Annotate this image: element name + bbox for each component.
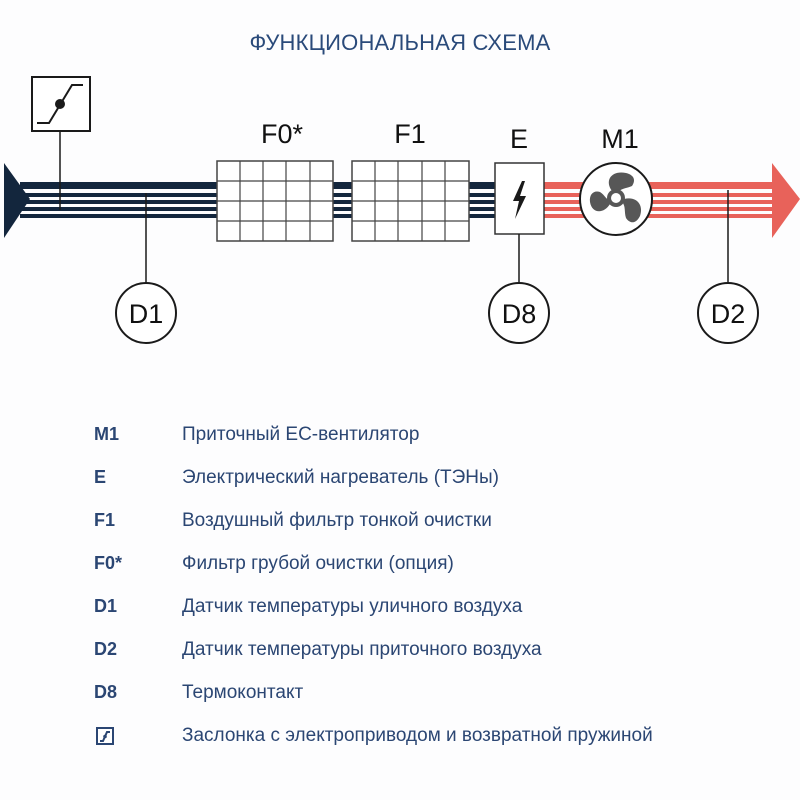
fan (579, 162, 653, 236)
legend-item: D8 Термоконтакт (94, 678, 774, 721)
legend-code: F1 (94, 510, 116, 530)
label-f0: F0* (261, 119, 304, 149)
sensor-d8: D8 (488, 234, 550, 344)
filter-f1 (351, 160, 470, 242)
supply-air-stream (544, 163, 800, 238)
legend-item: F1 Воздушный фильтр тонкой очистки (94, 506, 774, 549)
fan-icon (589, 172, 642, 223)
intake-air-stream (4, 163, 496, 238)
legend-desc: Термоконтакт (182, 682, 304, 703)
legend-item: D1 Датчик температуры уличного воздуха (94, 592, 774, 635)
legend-desc: Заслонка с электроприводом и возвратной … (182, 725, 653, 746)
sensor-d8-label: D8 (502, 299, 537, 329)
legend-code: D8 (94, 682, 118, 702)
label-heater: E (510, 124, 528, 154)
legend-desc: Воздушный фильтр тонкой очистки (182, 510, 492, 531)
damper-actuator (31, 76, 91, 210)
legend-item: M1 Приточный ЕС-вентилятор (94, 420, 774, 463)
legend-desc: Электрический нагреватель (ТЭНы) (182, 467, 500, 488)
legend-item: F0* Фильтр грубой очистки (опция) (94, 549, 774, 592)
legend-desc: Фильтр грубой очистки (опция) (182, 553, 454, 574)
legend-desc: Датчик температуры приточного воздуха (182, 639, 542, 660)
legend-item: D2 Датчик температуры приточного воздуха (94, 635, 774, 678)
legend-code: F0* (94, 553, 123, 573)
sensor-d2-label: D2 (711, 299, 746, 329)
page-title: ФУНКЦИОНАЛЬНАЯ СХЕМА (249, 30, 551, 55)
legend-code: M1 (94, 424, 120, 444)
legend-item: E Электрический нагреватель (ТЭНы) (94, 463, 774, 506)
lightning-icon (513, 181, 526, 219)
legend-item: Заслонка с электроприводом и возвратной … (94, 721, 774, 764)
sensor-d1-label: D1 (129, 299, 164, 329)
legend-code: E (94, 467, 107, 487)
functional-diagram: F0* F1 E M1 D1 D8 (4, 76, 800, 344)
legend-desc: Приточный ЕС-вентилятор (182, 424, 420, 445)
legend-desc: Датчик температуры уличного воздуха (182, 596, 523, 617)
sensor-d1: D1 (115, 193, 177, 344)
filter-f0 (216, 160, 334, 242)
legend-code: D2 (94, 639, 118, 659)
electric-heater (494, 162, 545, 235)
label-f1: F1 (394, 119, 426, 149)
legend: M1 Приточный ЕС-вентилятор E Электрическ… (94, 420, 774, 764)
sensor-d2: D2 (697, 190, 759, 344)
label-fan: M1 (601, 124, 639, 154)
legend-code: D1 (94, 596, 118, 616)
damper-icon (96, 727, 114, 745)
